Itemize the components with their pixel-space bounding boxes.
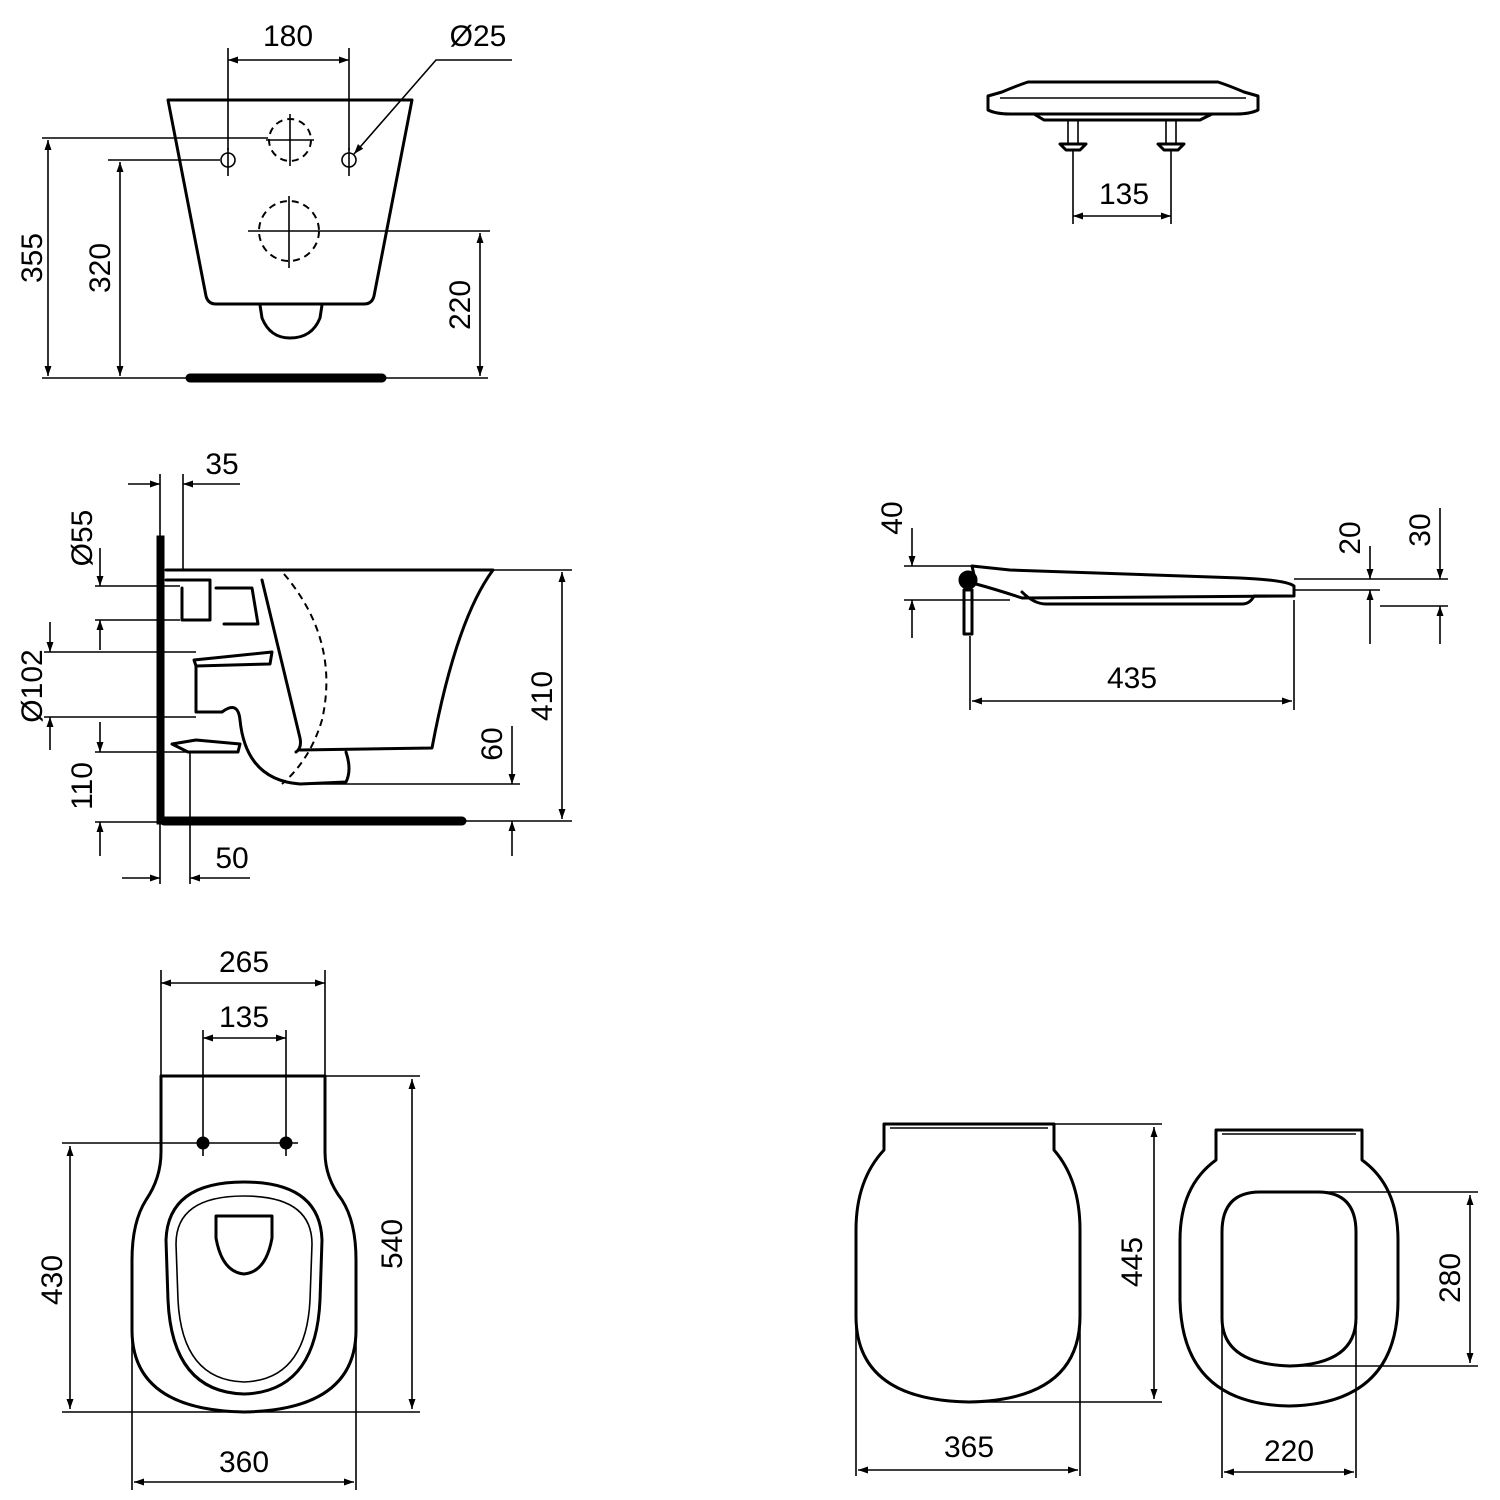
seat-ring-top-view: 280 220 bbox=[1178, 1128, 1478, 1478]
seat-lid-extension-lines bbox=[855, 1123, 1162, 1476]
seat-front-dim-135: 135 bbox=[1099, 178, 1149, 211]
side-bowl-inner bbox=[260, 578, 302, 754]
side-wall bbox=[156, 535, 165, 825]
side-trap-outline bbox=[164, 578, 274, 668]
side-dim-d55: Ø55 bbox=[66, 510, 99, 567]
seat-side-ring bbox=[1020, 590, 1292, 606]
front-leader-d25 bbox=[353, 59, 512, 155]
side-floor-bar bbox=[159, 816, 467, 826]
seat-side-dim-40: 40 bbox=[876, 501, 909, 534]
seat-side-extension-lines bbox=[904, 565, 1448, 710]
side-dim-410: 410 bbox=[526, 671, 559, 721]
front-bowl-outline bbox=[166, 98, 414, 306]
seat-lid-dim-445: 445 bbox=[1116, 1237, 1149, 1287]
seat-ring-dim-280: 280 bbox=[1434, 1253, 1467, 1303]
seat-side-hinge bbox=[958, 570, 978, 590]
front-centerlines bbox=[227, 114, 350, 268]
top-view: 265 135 430 540 360 bbox=[36, 946, 420, 1490]
seat-side-view: 40 20 30 435 bbox=[876, 501, 1448, 710]
top-bowl-inner bbox=[175, 1195, 313, 1383]
front-dim-220: 220 bbox=[444, 280, 477, 330]
side-dim-d102: Ø102 bbox=[16, 649, 49, 722]
top-waste-hole bbox=[214, 1214, 274, 1276]
seat-lid-dim-365: 365 bbox=[944, 1431, 994, 1464]
seat-ring-dim-220: 220 bbox=[1264, 1435, 1314, 1468]
top-dim-540: 540 bbox=[376, 1219, 409, 1269]
top-dim-430: 430 bbox=[36, 1255, 69, 1305]
seat-front-hinge-right bbox=[1156, 119, 1186, 158]
front-outlet-recess bbox=[258, 303, 324, 340]
seat-side-dim-20: 20 bbox=[1334, 521, 1367, 554]
seat-front-base bbox=[1032, 112, 1214, 122]
seat-side-fixing-bolt bbox=[962, 588, 974, 636]
seat-ring-extension-lines bbox=[1221, 1191, 1478, 1478]
side-dim-60: 60 bbox=[476, 727, 509, 760]
seat-ring-opening bbox=[1220, 1190, 1358, 1368]
seat-front-lid bbox=[986, 80, 1260, 116]
side-bowl-outline bbox=[164, 568, 495, 752]
top-dim-135: 135 bbox=[219, 1001, 269, 1034]
side-view: 35 Ø55 Ø102 110 50 60 410 bbox=[16, 448, 572, 884]
seat-ring-outline bbox=[1178, 1128, 1400, 1408]
side-dim-35: 35 bbox=[205, 448, 238, 481]
side-rim-dashed bbox=[281, 573, 328, 785]
front-extension-lines bbox=[42, 48, 490, 379]
top-extension-lines bbox=[62, 970, 420, 1490]
seat-side-dim-30: 30 bbox=[1404, 513, 1437, 546]
front-dim-355: 355 bbox=[16, 233, 49, 283]
side-dim-50: 50 bbox=[215, 842, 248, 875]
side-waste-outlet bbox=[194, 664, 351, 786]
seat-side-dim-435: 435 bbox=[1107, 662, 1157, 695]
front-dim-180: 180 bbox=[263, 20, 313, 53]
seat-lid-top-view: 445 365 bbox=[854, 1122, 1162, 1476]
seat-front-hinge-left bbox=[1058, 119, 1088, 158]
side-outlet-spigot bbox=[170, 738, 242, 754]
side-dim-110: 110 bbox=[66, 762, 99, 810]
top-dim-265: 265 bbox=[219, 946, 269, 979]
front-dim-320: 320 bbox=[84, 243, 117, 293]
top-bowl-outer bbox=[164, 1180, 324, 1396]
seat-side-lid bbox=[970, 564, 1296, 600]
seat-front-view: 135 bbox=[986, 80, 1260, 224]
front-dim-d25: Ø25 bbox=[450, 20, 507, 53]
front-view: 180 Ø25 355 320 220 bbox=[16, 20, 512, 383]
seat-lid-outline bbox=[854, 1122, 1082, 1404]
top-dim-360: 360 bbox=[219, 1446, 269, 1479]
